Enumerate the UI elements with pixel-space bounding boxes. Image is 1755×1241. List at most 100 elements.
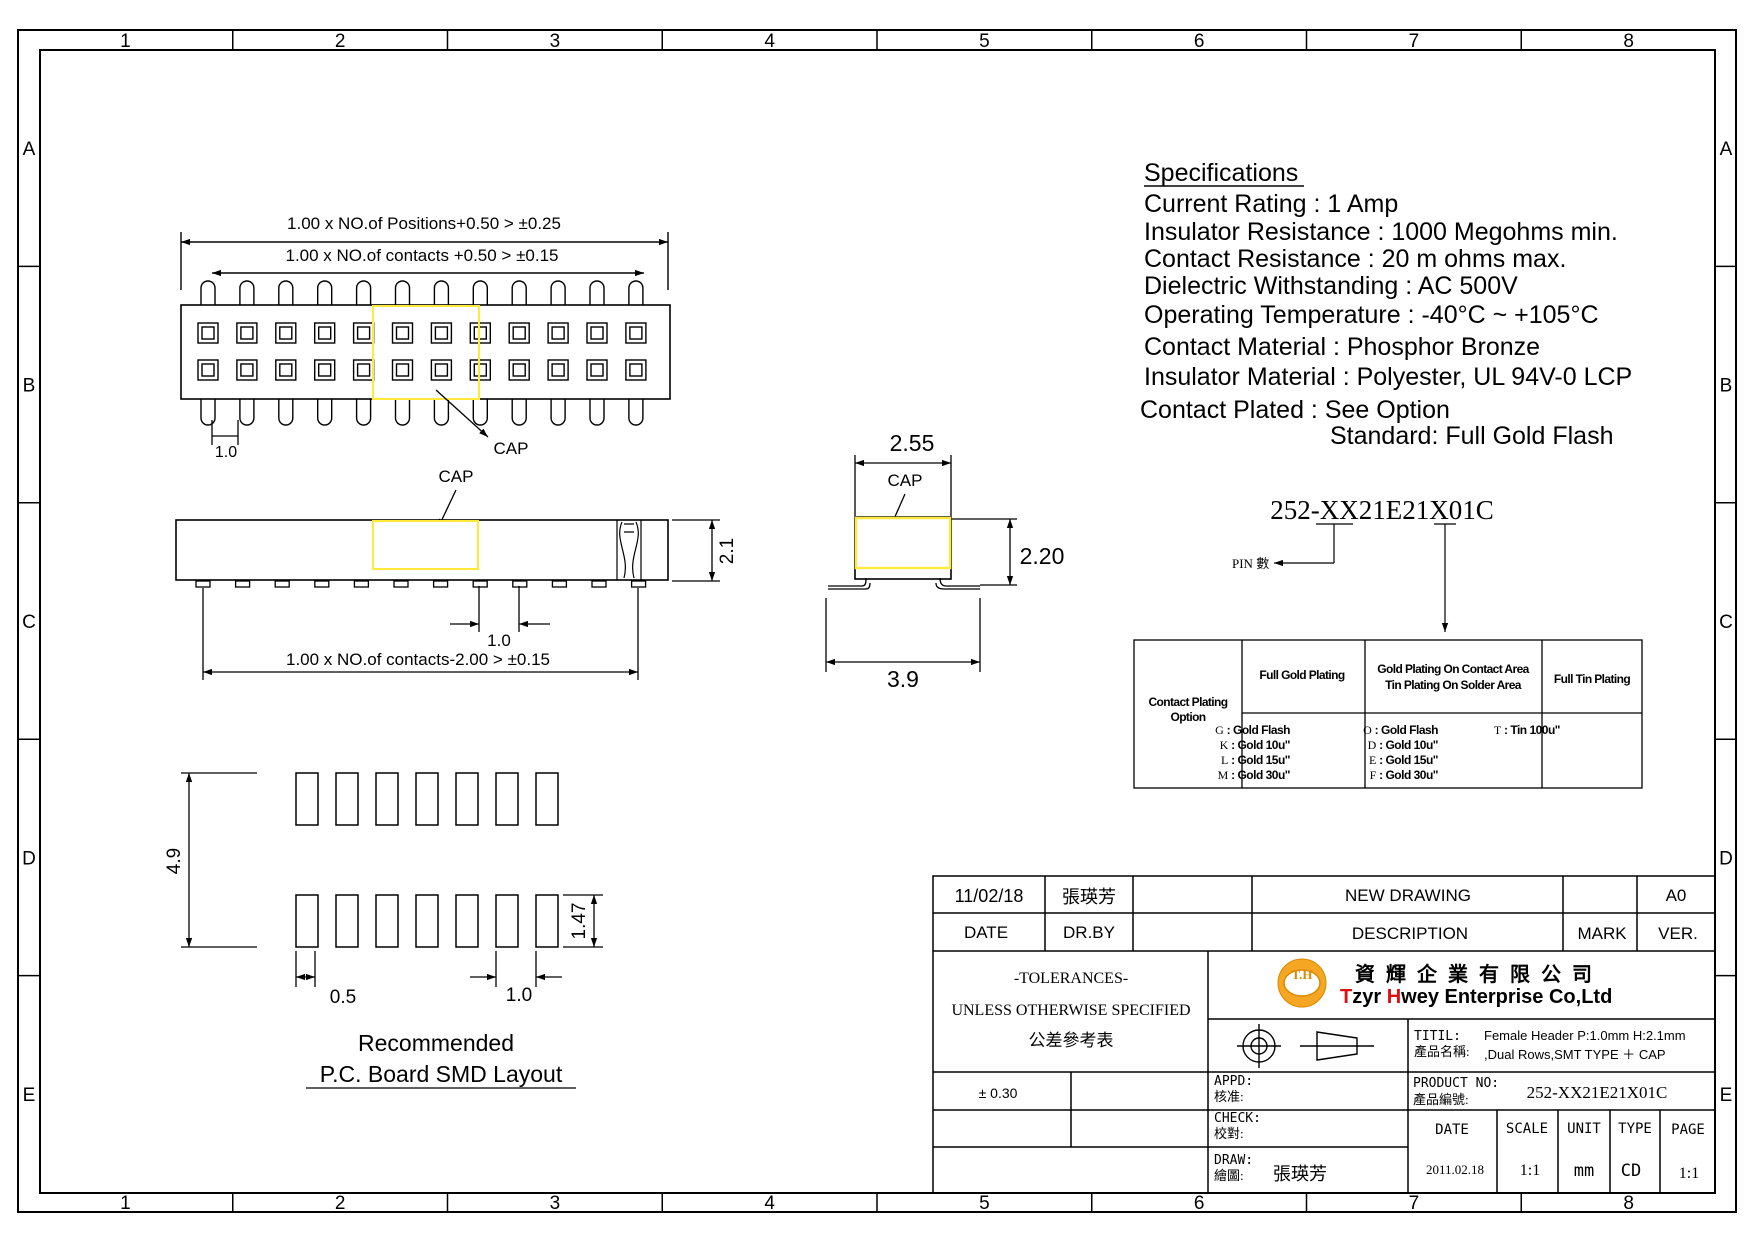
title-label-cn: 產品名稱: — [1414, 1044, 1470, 1059]
socket-inner — [434, 326, 449, 340]
socket-outer — [547, 322, 569, 344]
top-pin-upper — [317, 280, 333, 306]
socket-outer — [625, 359, 647, 381]
socket-outer — [197, 359, 219, 381]
hdr-description: DESCRIPTION — [1352, 924, 1468, 943]
specifications-block: Specifications Current Rating : 1 Amp In… — [1140, 159, 1632, 450]
border-col-label-bottom: 1 — [120, 1193, 131, 1214]
plating-col-mixed-2: Tin Plating On Solder Area — [1385, 678, 1522, 692]
appd-label-cn: 核准: — [1214, 1089, 1244, 1104]
cap-label-side: CAP — [439, 467, 474, 486]
logo-mark: T.H — [1291, 967, 1312, 982]
border-col-label-top: 2 — [335, 31, 346, 52]
spec-standard: Standard: Full Gold Flash — [1330, 422, 1613, 450]
tolerance-note: UNLESS OTHERWISE SPECIFIED — [951, 1002, 1190, 1019]
pin-label: PIN 數 — [1232, 556, 1269, 571]
draw-label-cn: 繪圖: — [1214, 1168, 1244, 1183]
top-view-cap-outline — [372, 305, 480, 400]
end-height-text: 2.20 — [1020, 543, 1065, 569]
side-tail — [432, 580, 449, 588]
side-tail — [630, 580, 647, 588]
border-row-label-left: D — [22, 848, 36, 869]
top-pin-upper — [472, 280, 488, 306]
top-pin-lower — [628, 398, 644, 426]
spec-contact-resistance: Contact Resistance : 20 m ohms max. — [1144, 245, 1566, 273]
top-pin-upper — [511, 280, 527, 306]
top-pin-lower — [200, 398, 216, 426]
border-row-label-left: B — [23, 376, 36, 397]
socket-outer — [197, 322, 219, 344]
plating-option: L : Gold 15u" — [1221, 753, 1290, 767]
pitch-text: 1.0 — [215, 444, 237, 461]
part-number-code: 252-XX21E21X01C — [1270, 495, 1494, 525]
company-cn: 資 輝 企 業 有 限 公 司 — [1355, 962, 1595, 986]
socket-inner — [201, 363, 215, 377]
side-tail — [551, 580, 568, 588]
spec-contact-plated: Contact Plated : See Option — [1140, 396, 1450, 424]
side-view-terminal — [616, 520, 642, 580]
socket-inner — [473, 326, 487, 340]
socket-outer — [430, 359, 453, 381]
plating-option: D : Gold 10u" — [1368, 738, 1438, 752]
plating-col-full-tin: Full Tin Plating — [1554, 672, 1630, 686]
top-pin-upper — [589, 280, 605, 306]
socket-outer — [508, 359, 530, 381]
hdr-mark: MARK — [1577, 924, 1627, 943]
top-pin-lower — [550, 398, 566, 426]
pcb-pads — [295, 772, 559, 948]
socket-inner — [551, 363, 565, 377]
side-view: CAP 2.1 1.0 1.00 x NO.of contacts-2.00 >… — [175, 467, 738, 680]
socket-outer — [275, 359, 297, 381]
top-view-sockets — [197, 322, 647, 381]
border-row-label-right: E — [1720, 1085, 1733, 1106]
border-col-label-top: 6 — [1194, 31, 1205, 52]
socket-inner — [356, 363, 371, 377]
socket-outer — [625, 322, 647, 344]
socket-outer — [314, 359, 336, 381]
check-label: CHECK: — [1214, 1111, 1261, 1126]
socket-outer — [586, 322, 608, 344]
tolerance-value: ± 0.30 — [979, 1085, 1018, 1101]
top-pin-lower — [589, 398, 605, 426]
cap-leader-top — [435, 389, 489, 438]
side-length-text: 1.00 x NO.of contacts-2.00 > ±0.15 — [286, 650, 550, 669]
side-height-text: 2.1 — [717, 538, 738, 564]
end-cap-label: CAP — [888, 471, 923, 490]
title-block: 11/02/18 張瑛芳 NEW DRAWING A0 DATE DR.BY D… — [932, 875, 1716, 1194]
val-date: 2011.02.18 — [1426, 1162, 1484, 1177]
socket-outer — [508, 322, 530, 344]
title-label: TITIL: — [1414, 1029, 1461, 1044]
spec-operating-temp: Operating Temperature : -40°C ~ +105°C — [1144, 301, 1599, 329]
hdr-version: VER. — [1658, 924, 1698, 943]
val-unit: mm — [1574, 1161, 1594, 1181]
border-row-label-left: E — [23, 1085, 36, 1106]
dim-positions-text: 1.00 x NO.of Positions+0.50 > ±0.25 — [287, 214, 561, 233]
socket-inner — [590, 363, 604, 377]
side-view-body — [175, 519, 669, 581]
border-col-label-bottom: 7 — [1409, 1193, 1420, 1214]
top-pin-lower — [511, 398, 527, 426]
spec-current-rating: Current Rating : 1 Amp — [1144, 190, 1398, 218]
border-grid-ticks — [18, 30, 1736, 1212]
border-col-label-top: 7 — [1409, 31, 1420, 52]
socket-inner — [551, 326, 565, 340]
col-unit: UNIT — [1567, 1121, 1601, 1137]
spec-contact-material: Contact Material : Phosphor Bronze — [1144, 333, 1540, 361]
top-pin-upper — [433, 280, 450, 306]
pcb-pad-upper — [415, 772, 439, 826]
spec-insulator-resistance: Insulator Resistance : 1000 Megohms min. — [1144, 218, 1618, 246]
socket-outer — [391, 359, 414, 381]
rev-date: 11/02/18 — [955, 886, 1024, 906]
socket-outer — [469, 359, 491, 381]
socket-inner — [279, 326, 293, 340]
pcb-pad-lower — [335, 894, 359, 948]
plating-table: Contact Plating Option Full Gold Plating… — [1133, 639, 1643, 789]
val-scale: 1:1 — [1520, 1162, 1540, 1179]
socket-inner — [629, 363, 643, 377]
top-pin-upper — [355, 280, 372, 306]
pcb-pad-upper — [295, 772, 319, 826]
draw-name: 張瑛芳 — [1273, 1164, 1327, 1184]
company-en: Tzyr Hwey Enterprise Co,Ltd — [1340, 986, 1612, 1008]
top-pin-lower — [394, 398, 411, 426]
socket-outer — [586, 359, 608, 381]
